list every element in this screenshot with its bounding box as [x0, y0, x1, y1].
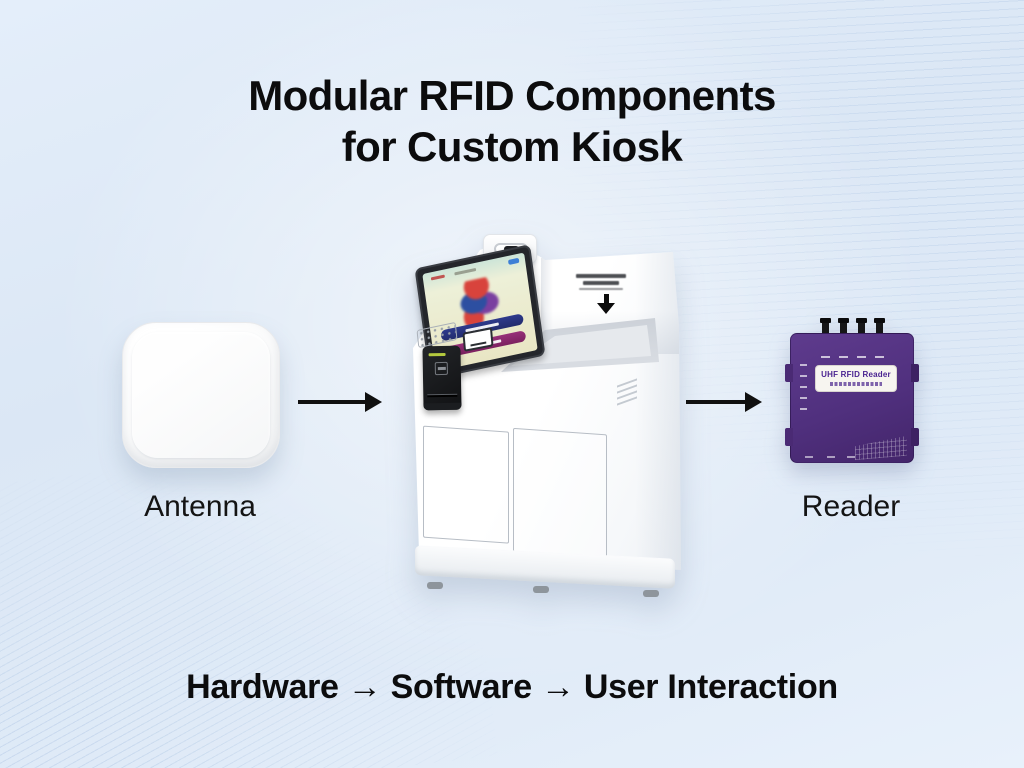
screen-header-text [454, 267, 477, 275]
bin-instruction-text [573, 274, 629, 293]
port-marking [821, 356, 830, 358]
antenna-label: Antenna [144, 490, 256, 523]
antenna-connector [874, 318, 885, 335]
instruction-line [576, 274, 626, 278]
led-marking [800, 386, 807, 388]
kiosk-side-shading [635, 248, 681, 570]
port-marking [857, 356, 866, 358]
led-marking [800, 375, 807, 377]
reader-device-label: UHF RFID Reader [815, 365, 897, 392]
antenna-illustration [122, 322, 280, 468]
printer-label [428, 352, 446, 356]
arrow-shaft [298, 399, 366, 405]
flow-caption: Hardware → Software → User Interaction [186, 668, 838, 706]
arrow-shaft [603, 294, 609, 303]
page-title: Modular RFID Components for Custom Kiosk [0, 70, 1024, 172]
screen-header-text [430, 274, 445, 281]
title-line-1: Modular RFID Components [248, 72, 776, 119]
instruction-line [583, 281, 619, 285]
bottom-marking [847, 456, 855, 458]
antenna-connector [838, 318, 849, 335]
kiosk-foot [643, 590, 659, 597]
reader-device-label-text: UHF RFID Reader [821, 370, 891, 379]
arrow-head [365, 392, 382, 412]
led-marking [800, 364, 807, 366]
receipt-printer [422, 345, 462, 411]
kiosk-foot [427, 582, 443, 589]
screen-header-badge [507, 257, 520, 266]
bottom-marking [827, 456, 835, 458]
arrow-shaft [686, 399, 746, 405]
arrow-right-icon [686, 392, 762, 412]
led-marking [800, 397, 807, 399]
printer-slot [427, 393, 458, 398]
kiosk-illustration [405, 230, 683, 608]
arrow-head [745, 392, 762, 412]
reader-illustration: UHF RFID Reader [785, 318, 919, 470]
cabinet-door-left [423, 425, 509, 544]
port-marking [875, 356, 884, 358]
port-marking [839, 356, 848, 358]
title-line-2: for Custom Kiosk [341, 123, 683, 171]
mounting-tab [785, 364, 793, 382]
kiosk-foot [533, 586, 549, 593]
bottom-marking [805, 456, 813, 458]
antenna-connector [856, 318, 867, 335]
mounting-tab [911, 364, 919, 382]
reader-device-label-subtext [830, 381, 882, 386]
printer-logo [434, 361, 448, 376]
reader-label: Reader [801, 490, 901, 523]
vent-slits [617, 378, 637, 406]
antenna-connector [820, 318, 831, 335]
arrow-head [597, 303, 615, 314]
reader-body: UHF RFID Reader [785, 333, 919, 463]
led-marking [800, 408, 807, 410]
serial-grid-marking [855, 436, 907, 461]
printer-lip [423, 402, 462, 411]
cabinet-door-right [513, 427, 607, 559]
instruction-line [579, 287, 623, 290]
mounting-tab [911, 428, 919, 446]
antenna-face [132, 332, 270, 458]
arrow-right-icon [298, 392, 382, 412]
arrow-down-icon [597, 294, 615, 314]
mounting-tab [785, 428, 793, 446]
